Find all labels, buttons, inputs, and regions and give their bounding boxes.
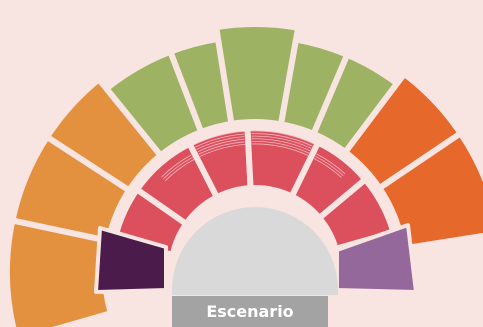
row-line [251, 138, 311, 152]
stage-pit [172, 207, 338, 295]
row-line [195, 133, 245, 148]
upper-section-3[interactable] [44, 76, 164, 194]
upper-tier [4, 21, 483, 327]
side-block-right[interactable] [335, 223, 418, 294]
row-lines [161, 130, 346, 181]
row-line [313, 158, 342, 178]
row-line [161, 154, 192, 178]
upper-section-6[interactable] [213, 21, 302, 128]
lower-section-5[interactable] [288, 139, 369, 221]
row-line [198, 141, 245, 155]
row-line [316, 153, 346, 175]
row-line [163, 156, 193, 180]
stage-label-box[interactable] [172, 296, 328, 327]
upper-section-8[interactable] [310, 51, 400, 156]
row-line [251, 130, 314, 145]
side-block-left[interactable] [94, 226, 168, 294]
row-line [165, 159, 195, 181]
row-line [199, 144, 246, 157]
row-line [194, 131, 244, 146]
row-line [251, 140, 310, 154]
row-line [251, 135, 312, 149]
upper-section-7[interactable] [278, 36, 351, 137]
row-line [315, 155, 344, 176]
lower-section-6[interactable] [316, 176, 397, 252]
upper-section-9[interactable] [342, 70, 464, 192]
stage-label: Escenario [206, 302, 293, 321]
side-blocks [94, 223, 418, 294]
row-line [251, 133, 313, 147]
row-line [197, 138, 245, 153]
upper-section-2[interactable] [9, 133, 133, 244]
row-line [251, 143, 309, 156]
lower-section-4[interactable] [244, 125, 322, 200]
row-line [196, 136, 245, 150]
